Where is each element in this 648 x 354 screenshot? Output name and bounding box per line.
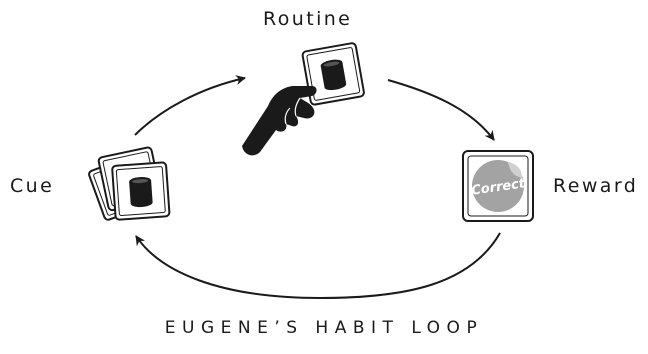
reward-label: Reward <box>553 175 639 197</box>
sticker-icon: Correct <box>470 160 527 212</box>
arrow-reward-to-cue <box>135 232 501 300</box>
cup-icon <box>129 177 153 208</box>
arrow-routine-to-reward <box>387 79 495 141</box>
hand-shape <box>242 86 317 156</box>
cue-label: Cue <box>10 175 55 197</box>
reward-card-icon: Correct <box>462 150 534 222</box>
card-stack-icon <box>88 146 171 221</box>
arrow-cue-to-routine <box>134 75 246 136</box>
routine-label: Routine <box>263 8 353 30</box>
cup-icon <box>320 59 347 91</box>
hand-holding-card-icon <box>242 42 365 156</box>
diagram-title: EUGENE’S HABIT LOOP <box>164 318 484 338</box>
